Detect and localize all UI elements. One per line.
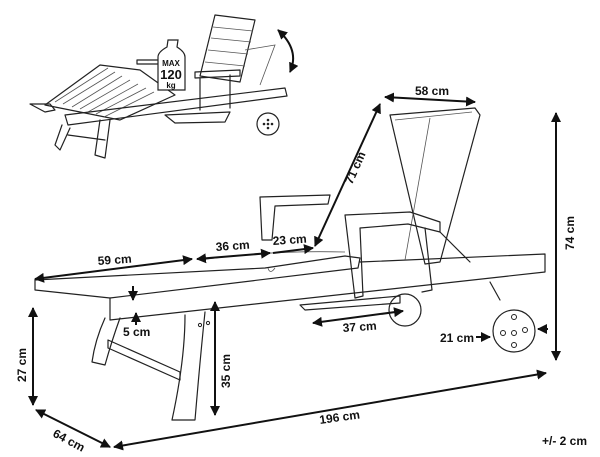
total-height-label: 74 cm <box>563 216 577 250</box>
lounger-side-illustration <box>34 107 546 421</box>
length-label: 196 cm <box>318 407 360 427</box>
tolerance-note: +/- 2 cm <box>542 434 587 448</box>
leg-height-label: 27 cm <box>15 348 29 382</box>
dimension-lines <box>28 92 561 451</box>
width-label: 64 cm <box>51 426 88 454</box>
seat-section-3-label: 23 cm <box>272 232 307 248</box>
weight-value: 120 <box>160 67 182 82</box>
max-weight-badge: MAX 120 kg <box>157 39 186 91</box>
cushion-thickness-label: 5 cm <box>123 325 150 339</box>
weight-unit: kg <box>166 81 175 90</box>
max-label: MAX <box>162 59 180 68</box>
seat-height-label: 35 cm <box>219 354 233 388</box>
seat-section-1-label: 59 cm <box>97 252 132 268</box>
backrest-width-label: 58 cm <box>415 84 449 98</box>
wheel-diameter-label: 21 cm <box>440 331 474 345</box>
tray-length-label: 37 cm <box>342 319 377 335</box>
seat-section-2-label: 36 cm <box>215 238 250 254</box>
backrest-length-label: 71 cm <box>342 149 369 186</box>
